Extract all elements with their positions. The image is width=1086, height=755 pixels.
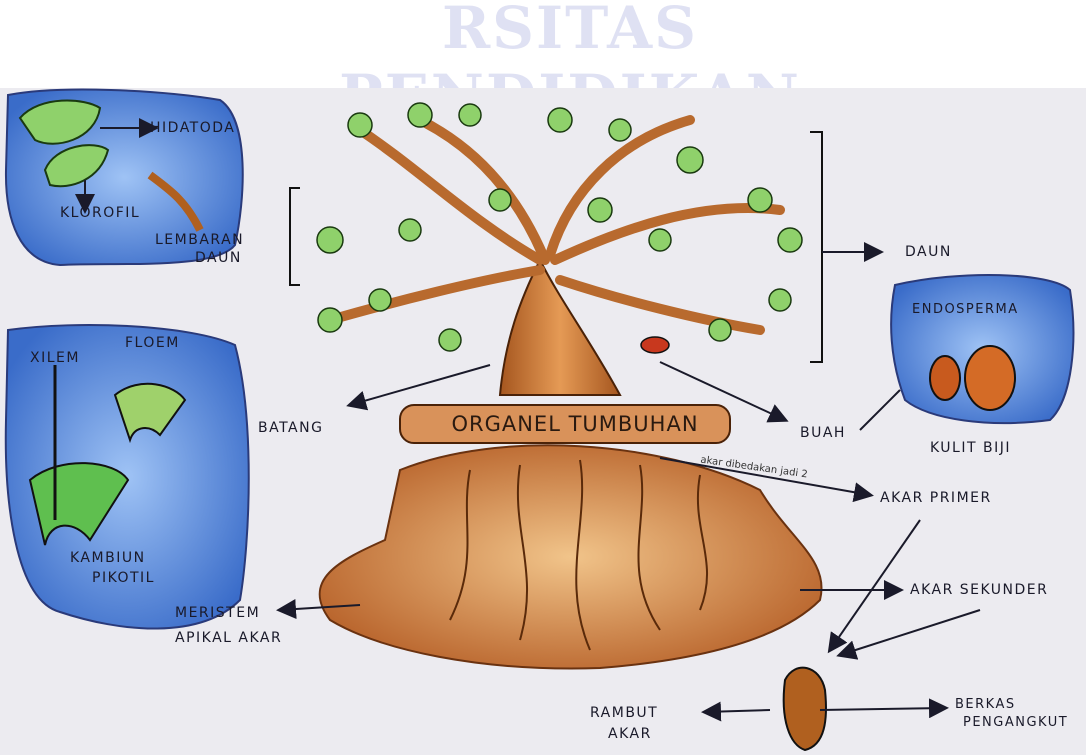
diagram-title: ORGANEL TUMBUHAN [430,412,720,436]
label-meristem-2: APIKAL AKAR [175,630,282,646]
label-lembaran-daun: DAUN [195,250,242,266]
label-hidatoda: HIDATODA [150,120,235,136]
label-meristem: MERISTEM [175,605,260,621]
label-klorofil: KLOROFIL [60,205,140,221]
label-rambut: RAMBUT [590,705,658,721]
label-berkas: BERKAS [955,697,1016,712]
label-endosperma: ENDOSPERMA [912,302,1019,317]
fruit-icon [641,337,669,353]
seed-icon-1 [930,356,960,400]
label-kulit-biji: KULIT BIJI [930,440,1011,456]
label-xilem: XILEM [30,350,80,366]
label-kambium: KAMBIUN [70,550,146,566]
label-akar-primer: AKAR PRIMER [880,490,992,506]
seed-icon-2 [965,346,1015,410]
label-lembaran: LEMBARAN [155,232,244,248]
label-akar-sekunder: AKAR SEKUNDER [910,582,1048,598]
label-batang: BATANG [258,420,323,436]
label-buah: BUAH [800,425,846,441]
label-floem: FLOEM [125,335,180,351]
root-soil-area [320,445,822,668]
label-kambium-2: PIKOTIL [92,570,155,586]
label-daun: DAUN [905,244,952,260]
label-berkas-pengangkut: PENGANGKUT [963,715,1068,730]
label-rambut-akar: AKAR [608,726,652,742]
root-section [784,668,826,750]
